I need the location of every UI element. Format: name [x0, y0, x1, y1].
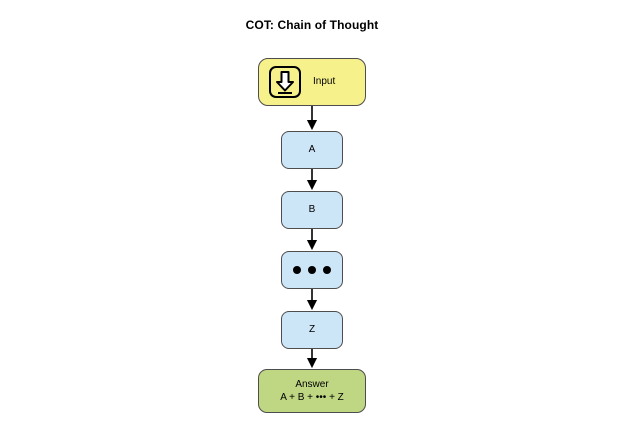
node-step-z-label: Z	[308, 324, 316, 335]
node-step-b-label: B	[308, 204, 316, 215]
node-answer[interactable]: Answer A + B + ••• + Z	[258, 369, 366, 413]
ellipsis-dot	[293, 266, 301, 274]
node-answer-title: Answer	[295, 379, 329, 390]
node-step-z[interactable]: Z	[281, 311, 343, 349]
node-answer-expression: A + B + ••• + Z	[280, 392, 344, 403]
node-input[interactable]: Input	[258, 58, 366, 106]
diagram-title: COT: Chain of Thought	[245, 18, 379, 32]
node-step-a-label: A	[308, 144, 316, 155]
import-arrow-icon	[269, 66, 301, 98]
node-step-a[interactable]: A	[281, 131, 343, 169]
node-step-ellipsis[interactable]	[281, 251, 343, 289]
ellipsis-dot	[323, 266, 331, 274]
ellipsis-icon	[293, 266, 331, 274]
ellipsis-dot	[308, 266, 316, 274]
node-input-label: Input	[313, 76, 336, 87]
node-step-b[interactable]: B	[281, 191, 343, 229]
